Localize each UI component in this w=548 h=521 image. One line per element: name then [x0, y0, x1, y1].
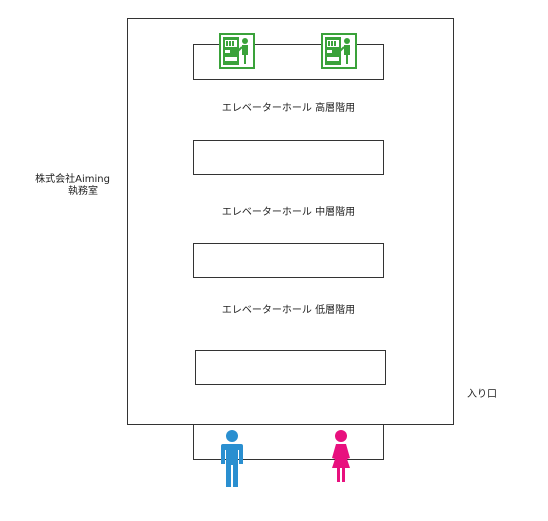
restroom-area: [193, 424, 384, 460]
office-label-line2: 執務室: [68, 186, 98, 197]
elevator-hall-high-label: エレベーターホール 高層階用: [221, 103, 356, 114]
entrance-label: 入り口: [467, 389, 497, 400]
restroom-men-icon: [221, 430, 243, 487]
restroom-women-icon: [332, 430, 350, 482]
elevator-hall-low-label: エレベーターホール 低層階用: [221, 305, 356, 316]
elevator-hall-high: [193, 140, 384, 175]
vending-machine-icon: [219, 33, 255, 69]
elevator-hall-mid-label: エレベーターホール 中層階用: [221, 207, 356, 218]
office-label-line1: 株式会社Aiming: [35, 174, 110, 185]
vending-machine-icon: [321, 33, 357, 69]
elevator-hall-low: [195, 350, 386, 385]
office-label: 株式会社Aiming 執務室: [10, 174, 110, 198]
elevator-hall-mid: [193, 243, 384, 278]
